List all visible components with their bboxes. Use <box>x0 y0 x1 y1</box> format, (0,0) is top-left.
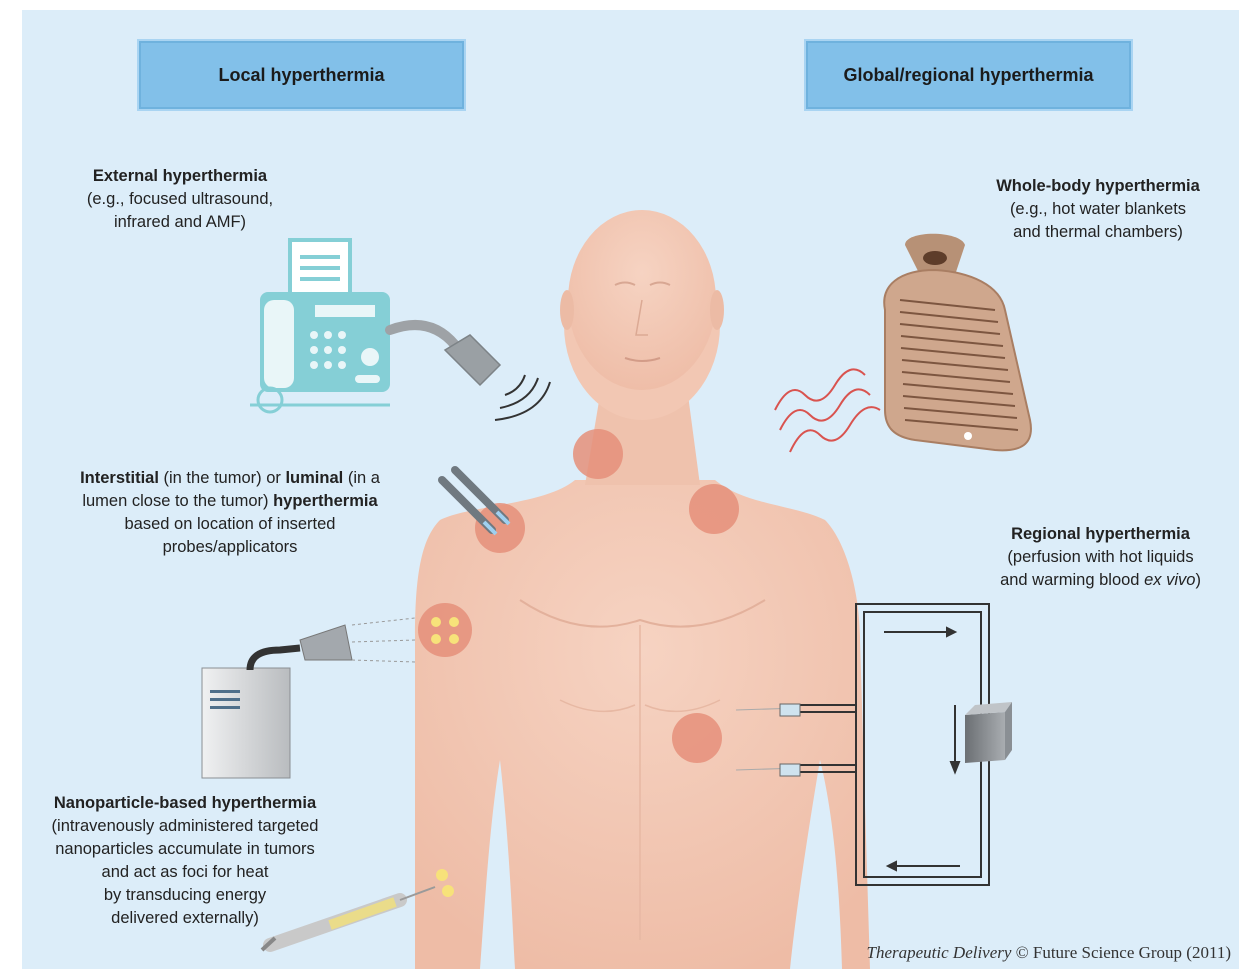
whole-body-hyperthermia-title: Whole-body hyperthermia <box>963 175 1233 198</box>
regional-line1: (perfusion with hot liquids <box>968 546 1233 569</box>
whole-body-line2: and thermal chambers) <box>963 221 1233 244</box>
whole-body-line1: (e.g., hot water blankets <box>963 198 1233 221</box>
tumor-shoulder-right <box>689 484 739 534</box>
ultrasound-waves-icon <box>495 375 550 420</box>
interstitial-hyperthermia-label: Interstitial (in the tumor) or luminal (… <box>45 467 415 559</box>
pump-icon <box>965 702 1012 763</box>
nanoparticle-line2: nanoparticles accumulate in tumors <box>20 838 350 861</box>
interstitial-line4: probes/applicators <box>45 536 415 559</box>
external-hyperthermia-line2: infrared and AMF) <box>45 211 315 234</box>
ultrasound-cart <box>202 618 415 778</box>
interstitial-term: Interstitial <box>80 469 159 487</box>
hyperthermia-term: hyperthermia <box>273 492 378 510</box>
global-regional-hyperthermia-header: Global/regional hyperthermia <box>804 39 1133 111</box>
nanoparticle-line4: by transducing energy <box>20 884 350 907</box>
nanoparticle-line1: (intravenously administered targeted <box>20 815 350 838</box>
tumor-neck <box>573 429 623 479</box>
external-hyperthermia-title: External hyperthermia <box>45 165 315 188</box>
regional-line2c: ) <box>1195 571 1201 589</box>
regional-hyperthermia-label: Regional hyperthermia (perfusion with ho… <box>968 523 1233 592</box>
tumor-chest <box>672 713 722 763</box>
interstitial-text2: (in a <box>343 469 380 487</box>
interstitial-text3: lumen close to the tumor) <box>82 492 273 510</box>
hot-water-bottle-icon <box>884 234 1031 451</box>
human-figure <box>415 210 870 969</box>
figure-credit: Therapeutic Delivery © Future Science Gr… <box>867 943 1231 963</box>
regional-hyperthermia-title: Regional hyperthermia <box>968 523 1233 546</box>
regional-ex-vivo: ex vivo <box>1144 571 1195 589</box>
whole-body-hyperthermia-label: Whole-body hyperthermia (e.g., hot water… <box>963 175 1233 244</box>
interstitial-text1: (in the tumor) or <box>159 469 286 487</box>
credit-journal: Therapeutic Delivery <box>867 943 1012 962</box>
regional-line2a: and warming blood <box>1000 571 1144 589</box>
nanoparticle-hyperthermia-title: Nanoparticle-based hyperthermia <box>20 792 350 815</box>
external-hyperthermia-line1: (e.g., focused ultrasound, <box>45 188 315 211</box>
tumor-arm <box>418 603 472 657</box>
interstitial-line3: based on location of inserted <box>45 513 415 536</box>
nanoparticle-line5: delivered externally) <box>20 907 350 930</box>
external-device <box>250 240 550 420</box>
heat-waves-icon <box>775 369 880 452</box>
luminal-term: luminal <box>285 469 343 487</box>
local-hyperthermia-header: Local hyperthermia <box>137 39 466 111</box>
credit-rest: © Future Science Group (2011) <box>1011 943 1231 962</box>
nanoparticle-line3: and act as foci for heat <box>20 861 350 884</box>
nanoparticle-hyperthermia-label: Nanoparticle-based hyperthermia (intrave… <box>20 792 350 930</box>
external-hyperthermia-label: External hyperthermia (e.g., focused ult… <box>45 165 315 234</box>
